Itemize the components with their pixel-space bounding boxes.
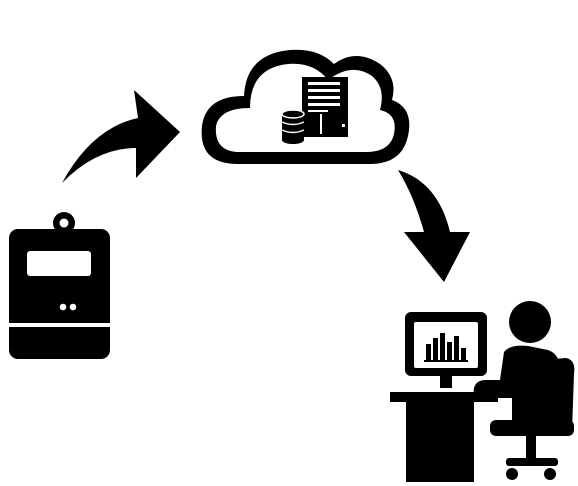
person-body-icon (473, 345, 560, 420)
database-icon (281, 109, 305, 144)
chair-icon (540, 358, 575, 430)
cloud-server-icon (201, 49, 410, 164)
monitor-icon (405, 312, 487, 388)
desk-icon (390, 392, 498, 482)
person-head-icon (509, 301, 551, 343)
arrow-cloud-to-operator (398, 170, 470, 282)
arrow-meter-to-cloud (62, 90, 180, 183)
smart-meter-icon (9, 212, 110, 359)
server-icon (302, 77, 348, 137)
screen-bar-chart-icon (424, 333, 468, 362)
curved-arrow-icon (62, 90, 180, 183)
meter-display (27, 251, 91, 276)
operator-workstation-icon (390, 301, 575, 482)
curved-arrow-icon (398, 170, 470, 282)
